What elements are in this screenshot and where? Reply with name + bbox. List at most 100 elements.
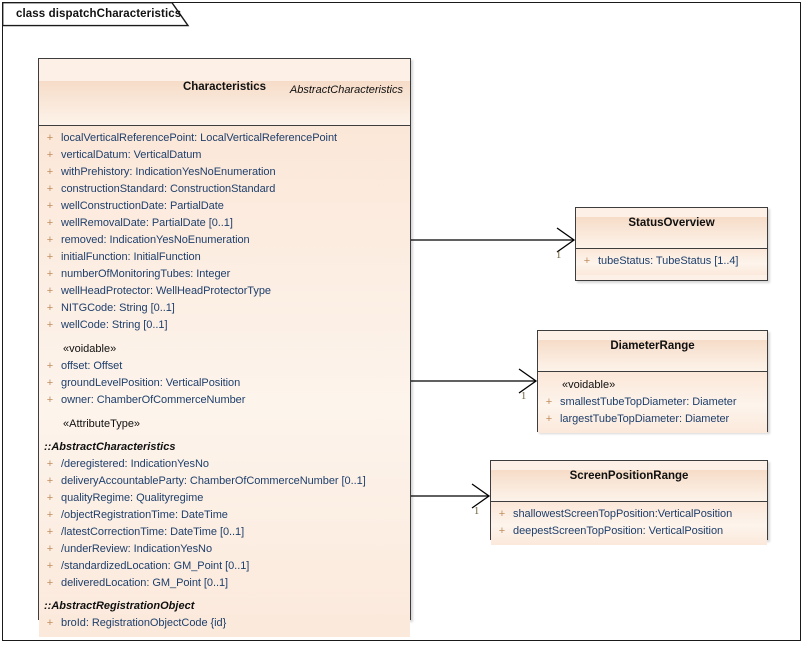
attribute-row[interactable]: +wellHeadProtector: WellHeadProtectorTyp… (39, 283, 410, 300)
stereotype-label: «AttributeType» (63, 418, 141, 430)
attribute-text: /underReview: IndicationYesNo (61, 543, 213, 555)
attribute-text: largestTubeTopDiameter: Diameter (560, 413, 730, 425)
attribute-row[interactable]: +smallestTubeTopDiameter: Diameter (538, 394, 767, 411)
attribute-row[interactable]: + /underReview: IndicationYesNo (39, 541, 410, 558)
attribute-row[interactable]: +tubeStatus: TubeStatus [1..4] (576, 253, 767, 270)
visibility-marker: + (46, 475, 54, 487)
attribute-row[interactable]: + constructionStandard: ConstructionStand… (39, 181, 410, 198)
attribute-row[interactable]: + owner: ChamberOfCommerceNumber (39, 392, 410, 409)
class-header-screen-position-range: ScreenPositionRange (491, 470, 767, 502)
attribute-row[interactable]: +wellCode: String [0..1] (39, 317, 410, 334)
visibility-marker: + (46, 360, 54, 372)
visibility-marker: + (46, 492, 54, 504)
attribute-text: deepestScreenTopPosition: VerticalPositi… (513, 525, 724, 537)
visibility-marker: + (46, 285, 54, 297)
inherited-group-label: ::AbstractRegistrationObject (44, 600, 195, 612)
visibility-marker: + (545, 396, 553, 408)
visibility-marker: + (46, 268, 54, 280)
visibility-marker: + (46, 617, 54, 629)
class-name-screen-position-range: ScreenPositionRange (569, 470, 689, 482)
visibility-marker: + (498, 508, 506, 520)
attribute-row[interactable]: + /deregistered: IndicationYesNo (39, 456, 410, 473)
attribute-row[interactable]: + broId: RegistrationObjectCode {id} (39, 615, 410, 632)
attribute-text: groundLevelPosition: VerticalPosition (61, 377, 241, 389)
attribute-text: numberOfMonitoringTubes: Integer (61, 268, 231, 280)
visibility-marker: + (46, 234, 54, 246)
attribute-text: deliveredLocation: GM_Point [0..1] (61, 577, 229, 589)
attribute-row[interactable]: + NITGCode: String [0..1] (39, 300, 410, 317)
class-body-screen-position-range: + shallowestScreenTopPosition:VerticalPos… (491, 502, 767, 545)
visibility-marker: + (46, 509, 54, 521)
visibility-marker: + (46, 166, 54, 178)
attribute-text: broId: RegistrationObjectCode {id} (61, 617, 227, 629)
attribute-row[interactable]: +/objectRegistrationTime: DateTime (39, 507, 410, 524)
visibility-marker: + (46, 394, 54, 406)
stereotype-label: «voidable» (562, 379, 616, 391)
visibility-marker: + (46, 251, 54, 263)
attribute-row[interactable]: + shallowestScreenTopPosition:VerticalPos… (491, 506, 767, 523)
attribute-text: offset: Offset (61, 360, 123, 372)
class-body-status-overview: +tubeStatus: TubeStatus [1..4] (576, 249, 767, 275)
attribute-text: /deregistered: IndicationYesNo (61, 458, 209, 470)
multiplicity-label-screen-position-range: 1 (474, 506, 480, 517)
attribute-text: tubeStatus: TubeStatus [1..4] (598, 255, 739, 267)
visibility-marker: + (46, 543, 54, 555)
diagram-title-label: class dispatchCharacteristics (16, 8, 182, 20)
class-header-status-overview: StatusOverview (576, 217, 767, 249)
attribute-row[interactable]: + /latestCorrectionTime: DateTime [0..1] (39, 524, 410, 541)
attribute-text: removed: IndicationYesNoEnumeration (61, 234, 250, 246)
attribute-row[interactable]: + groundLevelPosition: VerticalPosition (39, 375, 410, 392)
attribute-text: withPrehistory: IndicationYesNoEnumerati… (61, 166, 276, 178)
visibility-marker: + (46, 526, 54, 538)
visibility-marker: + (46, 200, 54, 212)
class-name-diameter-range: DiameterRange (610, 340, 695, 352)
diagram-title-tab[interactable]: class dispatchCharacteristics (2, 2, 190, 27)
multiplicity-label-diameter-range: 1 (521, 391, 527, 402)
attribute-row[interactable]: + deepestScreenTopPosition: VerticalPosit… (491, 523, 767, 540)
visibility-marker: + (46, 183, 54, 195)
attribute-text: initialFunction: InitialFunction (61, 251, 201, 263)
attribute-text: wellConstructionDate: PartialDate (61, 200, 224, 212)
attribute-text: deliveryAccountableParty: ChamberOfComme… (61, 475, 366, 487)
multiplicity-label-status-overview: 1 (556, 250, 562, 261)
visibility-marker: + (46, 458, 54, 470)
visibility-marker: + (46, 377, 54, 389)
attribute-row[interactable]: +deliveredLocation: GM_Point [0..1] (39, 575, 410, 592)
class-header-characteristics: AbstractCharacteristics Characteristics (39, 81, 410, 126)
visibility-marker: + (46, 132, 54, 144)
class-body-characteristics: +localVerticalReferencePoint: LocalVerti… (39, 126, 410, 637)
attribute-text: shallowestScreenTopPosition:VerticalPosi… (513, 508, 733, 520)
attribute-row[interactable]: + removed: IndicationYesNoEnumeration (39, 232, 410, 249)
attribute-row[interactable]: + withPrehistory: IndicationYesNoEnumerat… (39, 164, 410, 181)
class-header-diameter-range: DiameterRange (538, 340, 767, 372)
attribute-text: /latestCorrectionTime: DateTime [0..1] (61, 526, 245, 538)
attribute-row[interactable]: + numberOfMonitoringTubes: Integer (39, 266, 410, 283)
visibility-marker: + (46, 149, 54, 161)
uml-class-diameter-range[interactable]: DiameterRange «voidable» +smallestTubeTop… (537, 330, 768, 433)
visibility-marker: + (498, 525, 506, 537)
uml-class-status-overview[interactable]: StatusOverview +tubeStatus: TubeStatus [… (575, 207, 768, 281)
uml-class-screen-position-range[interactable]: ScreenPositionRange + shallowestScreenTop… (490, 460, 768, 545)
visibility-marker: + (46, 217, 54, 229)
attribute-row[interactable]: +qualityRegime: Qualityregime (39, 490, 410, 507)
attribute-row[interactable]: + deliveryAccountableParty: ChamberOfComm… (39, 473, 410, 490)
visibility-marker: + (46, 302, 54, 314)
attribute-text: constructionStandard: ConstructionStanda… (61, 183, 276, 195)
class-name-status-overview: StatusOverview (628, 217, 715, 229)
attribute-text: owner: ChamberOfCommerceNumber (61, 394, 246, 406)
attribute-row[interactable]: +largestTubeTopDiameter: Diameter (538, 411, 767, 428)
attribute-row[interactable]: + offset: Offset (39, 358, 410, 375)
attribute-row[interactable]: +verticalDatum: VerticalDatum (39, 147, 410, 164)
uml-class-characteristics[interactable]: AbstractCharacteristics Characteristics … (38, 58, 411, 637)
attribute-row[interactable]: + wellConstructionDate: PartialDate (39, 198, 410, 215)
attribute-row[interactable]: +/standardizedLocation: GM_Point [0..1] (39, 558, 410, 575)
attribute-text: NITGCode: String [0..1] (61, 302, 175, 314)
stereotype-label: «voidable» (63, 343, 117, 355)
class-parent-label-characteristics: AbstractCharacteristics (289, 84, 403, 96)
attribute-text: /standardizedLocation: GM_Point [0..1] (61, 560, 250, 572)
attribute-row[interactable]: +localVerticalReferencePoint: LocalVerti… (39, 130, 410, 147)
attribute-row[interactable]: +wellRemovalDate: PartialDate [0..1] (39, 215, 410, 232)
attribute-row[interactable]: + initialFunction: InitialFunction (39, 249, 410, 266)
